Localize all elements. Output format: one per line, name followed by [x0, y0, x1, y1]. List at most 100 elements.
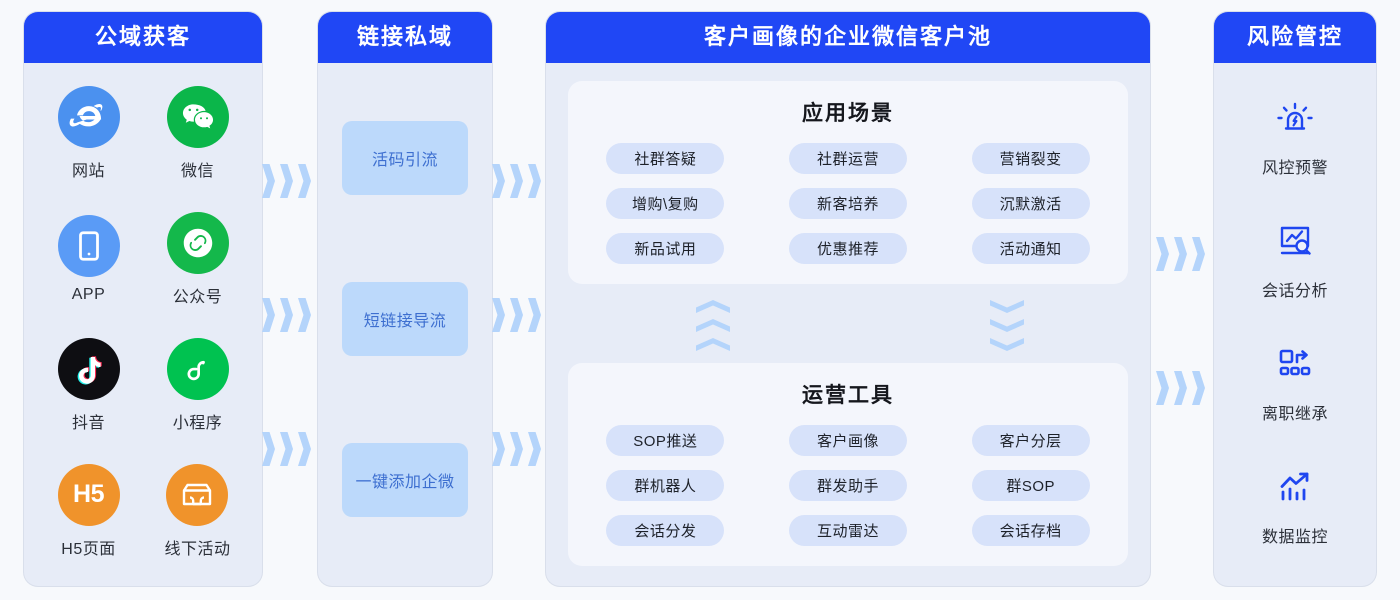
channel-mini-program[interactable]: 小程序 — [166, 337, 229, 433]
scenario-tag[interactable]: 优惠推荐 — [788, 233, 907, 264]
h5-glyph: H5 — [73, 480, 104, 509]
link-method-short-link[interactable]: 短链接导流 — [342, 281, 468, 356]
official-account-icon — [166, 212, 229, 275]
channel-label: 抖音 — [71, 414, 105, 432]
pool-vertical-connectors — [568, 284, 1128, 363]
tool-tag[interactable]: 会话存档 — [971, 515, 1090, 546]
chevron-right-icon — [510, 164, 523, 198]
tool-tag[interactable]: 客户分层 — [971, 425, 1090, 456]
panel-link-private-domain: 链接私域 活码引流 短链接导流 一键添加企微 — [318, 12, 492, 586]
channel-offline-event[interactable]: 线下活动 — [164, 463, 231, 559]
chevron-right-icon — [1192, 371, 1205, 405]
channel-wechat[interactable]: 微信 — [166, 86, 229, 181]
risk-feature-data-monitoring[interactable]: 数据监控 — [1262, 465, 1328, 547]
scenario-tag[interactable]: 营销裂变 — [971, 143, 1090, 174]
scenario-tag[interactable]: 新品试用 — [606, 233, 725, 264]
scenario-tag[interactable]: 活动通知 — [971, 233, 1090, 264]
risk-feature-label: 会话分析 — [1261, 282, 1328, 300]
bar-chart-trend-icon — [1273, 465, 1317, 514]
channel-website[interactable]: 网站 — [57, 86, 120, 181]
channel-label: 公众号 — [172, 289, 223, 307]
connector-link-to-pool-3 — [492, 432, 541, 466]
panel-body-link: 活码引流 短链接导流 一键添加企微 — [318, 63, 492, 586]
chevron-group-tools-down — [990, 300, 1024, 351]
scenario-tag[interactable]: 社群答疑 — [606, 143, 725, 174]
chevron-right-icon — [510, 432, 523, 466]
scenario-tag[interactable]: 增购\复购 — [606, 188, 725, 219]
connector-acquire-to-link-2 — [262, 298, 311, 332]
pool-content: 应用场景 社群答疑 社群运营 营销裂变 增购\复购 新客培养 沉默激活 新品试用… — [546, 63, 1150, 586]
risk-feature-handover[interactable]: 离职继承 — [1262, 342, 1328, 424]
tools-tag-grid: SOP推送 客户画像 客户分层 群机器人 群发助手 群SOP 会话分发 互动雷达… — [586, 425, 1110, 546]
chevron-down-icon — [990, 338, 1024, 351]
risk-feature-alert[interactable]: 风控预警 — [1262, 96, 1328, 178]
tool-tag[interactable]: 会话分发 — [606, 515, 725, 546]
channel-label: 小程序 — [172, 414, 223, 432]
mini-program-icon — [166, 337, 229, 400]
risk-feature-label: 风控预警 — [1261, 159, 1328, 177]
channel-official-account[interactable]: 公众号 — [166, 212, 229, 307]
chevron-group-scenarios-up — [696, 300, 730, 351]
scenario-tag[interactable]: 沉默激活 — [971, 188, 1090, 219]
panel-customer-pool: 客户画像的企业微信客户池 应用场景 社群答疑 社群运营 营销裂变 增购\复购 新… — [546, 12, 1150, 586]
chevron-right-icon — [280, 298, 293, 332]
chevron-right-icon — [528, 432, 541, 466]
channel-app[interactable]: APP — [57, 215, 120, 304]
card-title-tools: 运营工具 — [802, 384, 894, 407]
mobile-app-icon — [57, 215, 120, 278]
chevron-right-icon — [280, 432, 293, 466]
risk-feature-label: 数据监控 — [1261, 529, 1328, 547]
chevron-right-icon — [528, 298, 541, 332]
tool-tag[interactable]: 互动雷达 — [788, 515, 907, 546]
link-method-list: 活码引流 短链接导流 一键添加企微 — [318, 63, 492, 586]
offline-store-icon — [166, 463, 229, 526]
chevron-right-icon — [492, 298, 505, 332]
chevron-right-icon — [1174, 237, 1187, 271]
panel-public-domain-acquisition: 公域获客 网站 — [24, 12, 262, 586]
channel-label: H5页面 — [61, 540, 116, 558]
card-application-scenarios: 应用场景 社群答疑 社群运营 营销裂变 增购\复购 新客培养 沉默激活 新品试用… — [568, 81, 1128, 284]
card-title-scenarios: 应用场景 — [802, 102, 894, 125]
chevron-down-icon — [990, 319, 1024, 332]
channel-h5-page[interactable]: H5 H5页面 — [57, 463, 120, 559]
panel-title-risk: 风险管控 — [1214, 12, 1376, 63]
connector-link-to-pool-2 — [492, 298, 541, 332]
panel-body-risk: 风控预警 会话分析 — [1214, 63, 1376, 586]
panel-title-acquire: 公域获客 — [24, 12, 262, 63]
scenario-tag[interactable]: 新客培养 — [788, 188, 907, 219]
douyin-icon — [57, 337, 120, 400]
panel-body-pool: 应用场景 社群答疑 社群运营 营销裂变 增购\复购 新客培养 沉默激活 新品试用… — [546, 63, 1150, 586]
tool-tag[interactable]: 群发助手 — [788, 470, 907, 501]
handover-icon — [1273, 342, 1317, 391]
connector-pool-to-risk-1 — [1156, 237, 1205, 271]
channel-label: 微信 — [180, 163, 214, 181]
scenario-tag[interactable]: 社群运营 — [788, 143, 907, 174]
wechat-icon — [166, 86, 229, 149]
chevron-right-icon — [1174, 371, 1187, 405]
panel-risk-control: 风险管控 风控预警 — [1214, 12, 1376, 586]
link-method-live-code[interactable]: 活码引流 — [342, 120, 468, 195]
tool-tag[interactable]: SOP推送 — [606, 425, 725, 456]
acquire-channel-grid: 网站 微信 — [24, 63, 262, 586]
chevron-up-icon — [696, 319, 730, 332]
chevron-right-icon — [262, 164, 275, 198]
channel-label: 线下活动 — [164, 540, 231, 558]
channel-douyin[interactable]: 抖音 — [57, 337, 120, 433]
risk-feature-conversation-analysis[interactable]: 会话分析 — [1262, 219, 1328, 301]
chevron-right-icon — [280, 164, 293, 198]
risk-feature-list: 风控预警 会话分析 — [1214, 63, 1376, 586]
connector-acquire-to-link-1 — [262, 164, 311, 198]
chevron-up-icon — [696, 338, 730, 351]
tool-tag[interactable]: 群机器人 — [606, 470, 725, 501]
channel-label: 网站 — [71, 163, 105, 181]
chevron-right-icon — [262, 432, 275, 466]
panel-title-pool: 客户画像的企业微信客户池 — [546, 12, 1150, 63]
chevron-right-icon — [298, 298, 311, 332]
tool-tag[interactable]: 客户画像 — [788, 425, 907, 456]
link-method-one-click-add[interactable]: 一键添加企微 — [342, 442, 468, 517]
tool-tag[interactable]: 群SOP — [971, 470, 1090, 501]
chevron-right-icon — [1156, 371, 1169, 405]
chevron-right-icon — [298, 432, 311, 466]
card-operation-tools: 运营工具 SOP推送 客户画像 客户分层 群机器人 群发助手 群SOP 会话分发… — [568, 363, 1128, 566]
